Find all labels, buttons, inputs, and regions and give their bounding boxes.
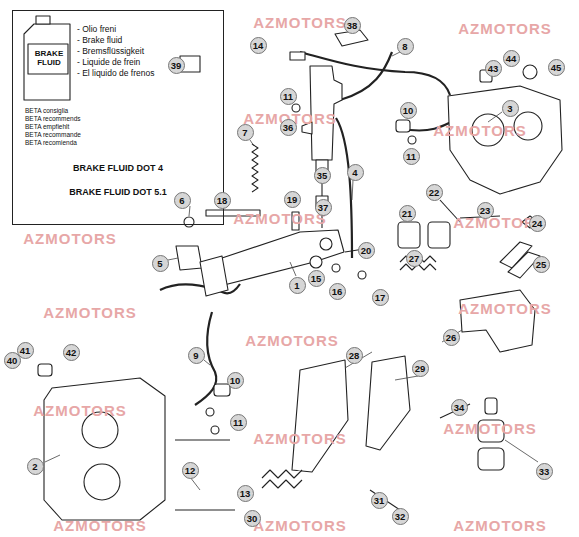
front-caliper — [38, 364, 235, 520]
callout-number: 16 — [329, 283, 346, 300]
leader-line — [45, 52, 538, 490]
callout-number: 11 — [280, 88, 297, 105]
callout-number: 30 — [244, 510, 261, 527]
callout-number: 20 — [358, 242, 375, 259]
watermark: AZMOTORS — [253, 517, 347, 534]
callout-number: 2 — [27, 458, 44, 475]
callout-number: 1 — [289, 277, 306, 294]
callout-number: 6 — [174, 192, 191, 209]
callout-number: 14 — [250, 37, 267, 54]
can-label: BRAKE FLUID — [27, 49, 71, 67]
watermark: AZMOTORS — [53, 517, 147, 534]
callout-number: 12 — [182, 462, 199, 479]
info-box: BRAKE FLUID - Olio freni- Brake fluid- Br… — [12, 10, 224, 225]
fluid-spec: BRAKE FLUID DOT 4 — [13, 163, 223, 173]
callout-number: 33 — [536, 463, 553, 480]
callout-number: 35 — [314, 167, 331, 184]
callout-number: 28 — [346, 347, 363, 364]
note-text: - Bremsflüssigkeit — [77, 47, 144, 57]
callout-number: 11 — [403, 148, 420, 165]
callout-number: 15 — [308, 270, 325, 287]
watermark: AZMOTORS — [43, 304, 137, 321]
note-text: - El liquido de frenos — [77, 69, 155, 79]
fluid-spec: BRAKE FLUID DOT 5.1 — [13, 187, 223, 197]
callout-number: 23 — [477, 202, 494, 219]
callout-number: 11 — [230, 414, 247, 431]
callout-number: 32 — [392, 508, 409, 525]
brake-hose — [160, 52, 455, 405]
caliper-bracket — [460, 290, 535, 352]
watermark: AZMOTORS — [253, 430, 347, 447]
watermark: AZMOTORS — [458, 300, 552, 317]
callout-number: 9 — [188, 347, 205, 364]
callout-number: 38 — [344, 17, 361, 34]
callout-number: 22 — [426, 184, 443, 201]
callout-number: 7 — [237, 124, 254, 141]
callout-number: 45 — [548, 59, 565, 76]
note-text: BETA recomienda — [25, 139, 77, 146]
note-text: - Liquide de frein — [77, 58, 140, 68]
note-text: BETA consiglia — [25, 107, 68, 114]
watermark: AZMOTORS — [233, 210, 327, 227]
callout-number: 34 — [451, 399, 468, 416]
callout-number: 31 — [371, 492, 388, 509]
callout-number: 21 — [399, 205, 416, 222]
callout-number: 4 — [347, 164, 364, 181]
callout-number: 43 — [485, 60, 502, 77]
callout-number: 36 — [280, 119, 297, 136]
watermark: AZMOTORS — [458, 20, 552, 37]
callout-number: 8 — [397, 38, 414, 55]
callout-number: 42 — [63, 344, 80, 361]
watermark: AZMOTORS — [253, 14, 347, 31]
note-text: BETA recommends — [25, 115, 81, 122]
callout-number: 3 — [502, 100, 519, 117]
callout-number: 24 — [529, 215, 546, 232]
brake-pedal — [200, 210, 370, 296]
callout-number: 44 — [503, 50, 520, 67]
callout-number: 41 — [17, 342, 34, 359]
watermark: AZMOTORS — [443, 420, 537, 437]
note-text: - Olio freni — [77, 25, 116, 35]
master-cylinder — [180, 30, 368, 228]
callout-number: 27 — [406, 250, 423, 267]
callout-number: 17 — [372, 289, 389, 306]
watermark: AZMOTORS — [245, 332, 339, 349]
callout-number: 18 — [214, 192, 231, 209]
callout-number: 13 — [237, 485, 254, 502]
note-text: BETA empfiehlt — [25, 123, 69, 130]
watermark: AZMOTORS — [433, 122, 527, 139]
callout-number: 10 — [227, 372, 244, 389]
callout-number: 37 — [315, 199, 332, 216]
note-text: - Brake fluid — [77, 36, 122, 46]
callout-number: 26 — [443, 329, 460, 346]
spring — [252, 144, 258, 192]
fluid-can — [24, 16, 70, 100]
callout-number: 19 — [284, 191, 301, 208]
callout-number: 10 — [400, 102, 417, 119]
watermark: AZMOTORS — [33, 402, 127, 419]
callout-number: 29 — [412, 360, 429, 377]
callout-number: 5 — [152, 255, 169, 272]
callout-number: 25 — [533, 256, 550, 273]
pads — [400, 242, 540, 278]
note-text: BETA recommande — [25, 131, 81, 138]
watermark: AZMOTORS — [453, 517, 547, 534]
callout-number: 39 — [168, 57, 185, 74]
watermark: AZMOTORS — [23, 230, 117, 247]
